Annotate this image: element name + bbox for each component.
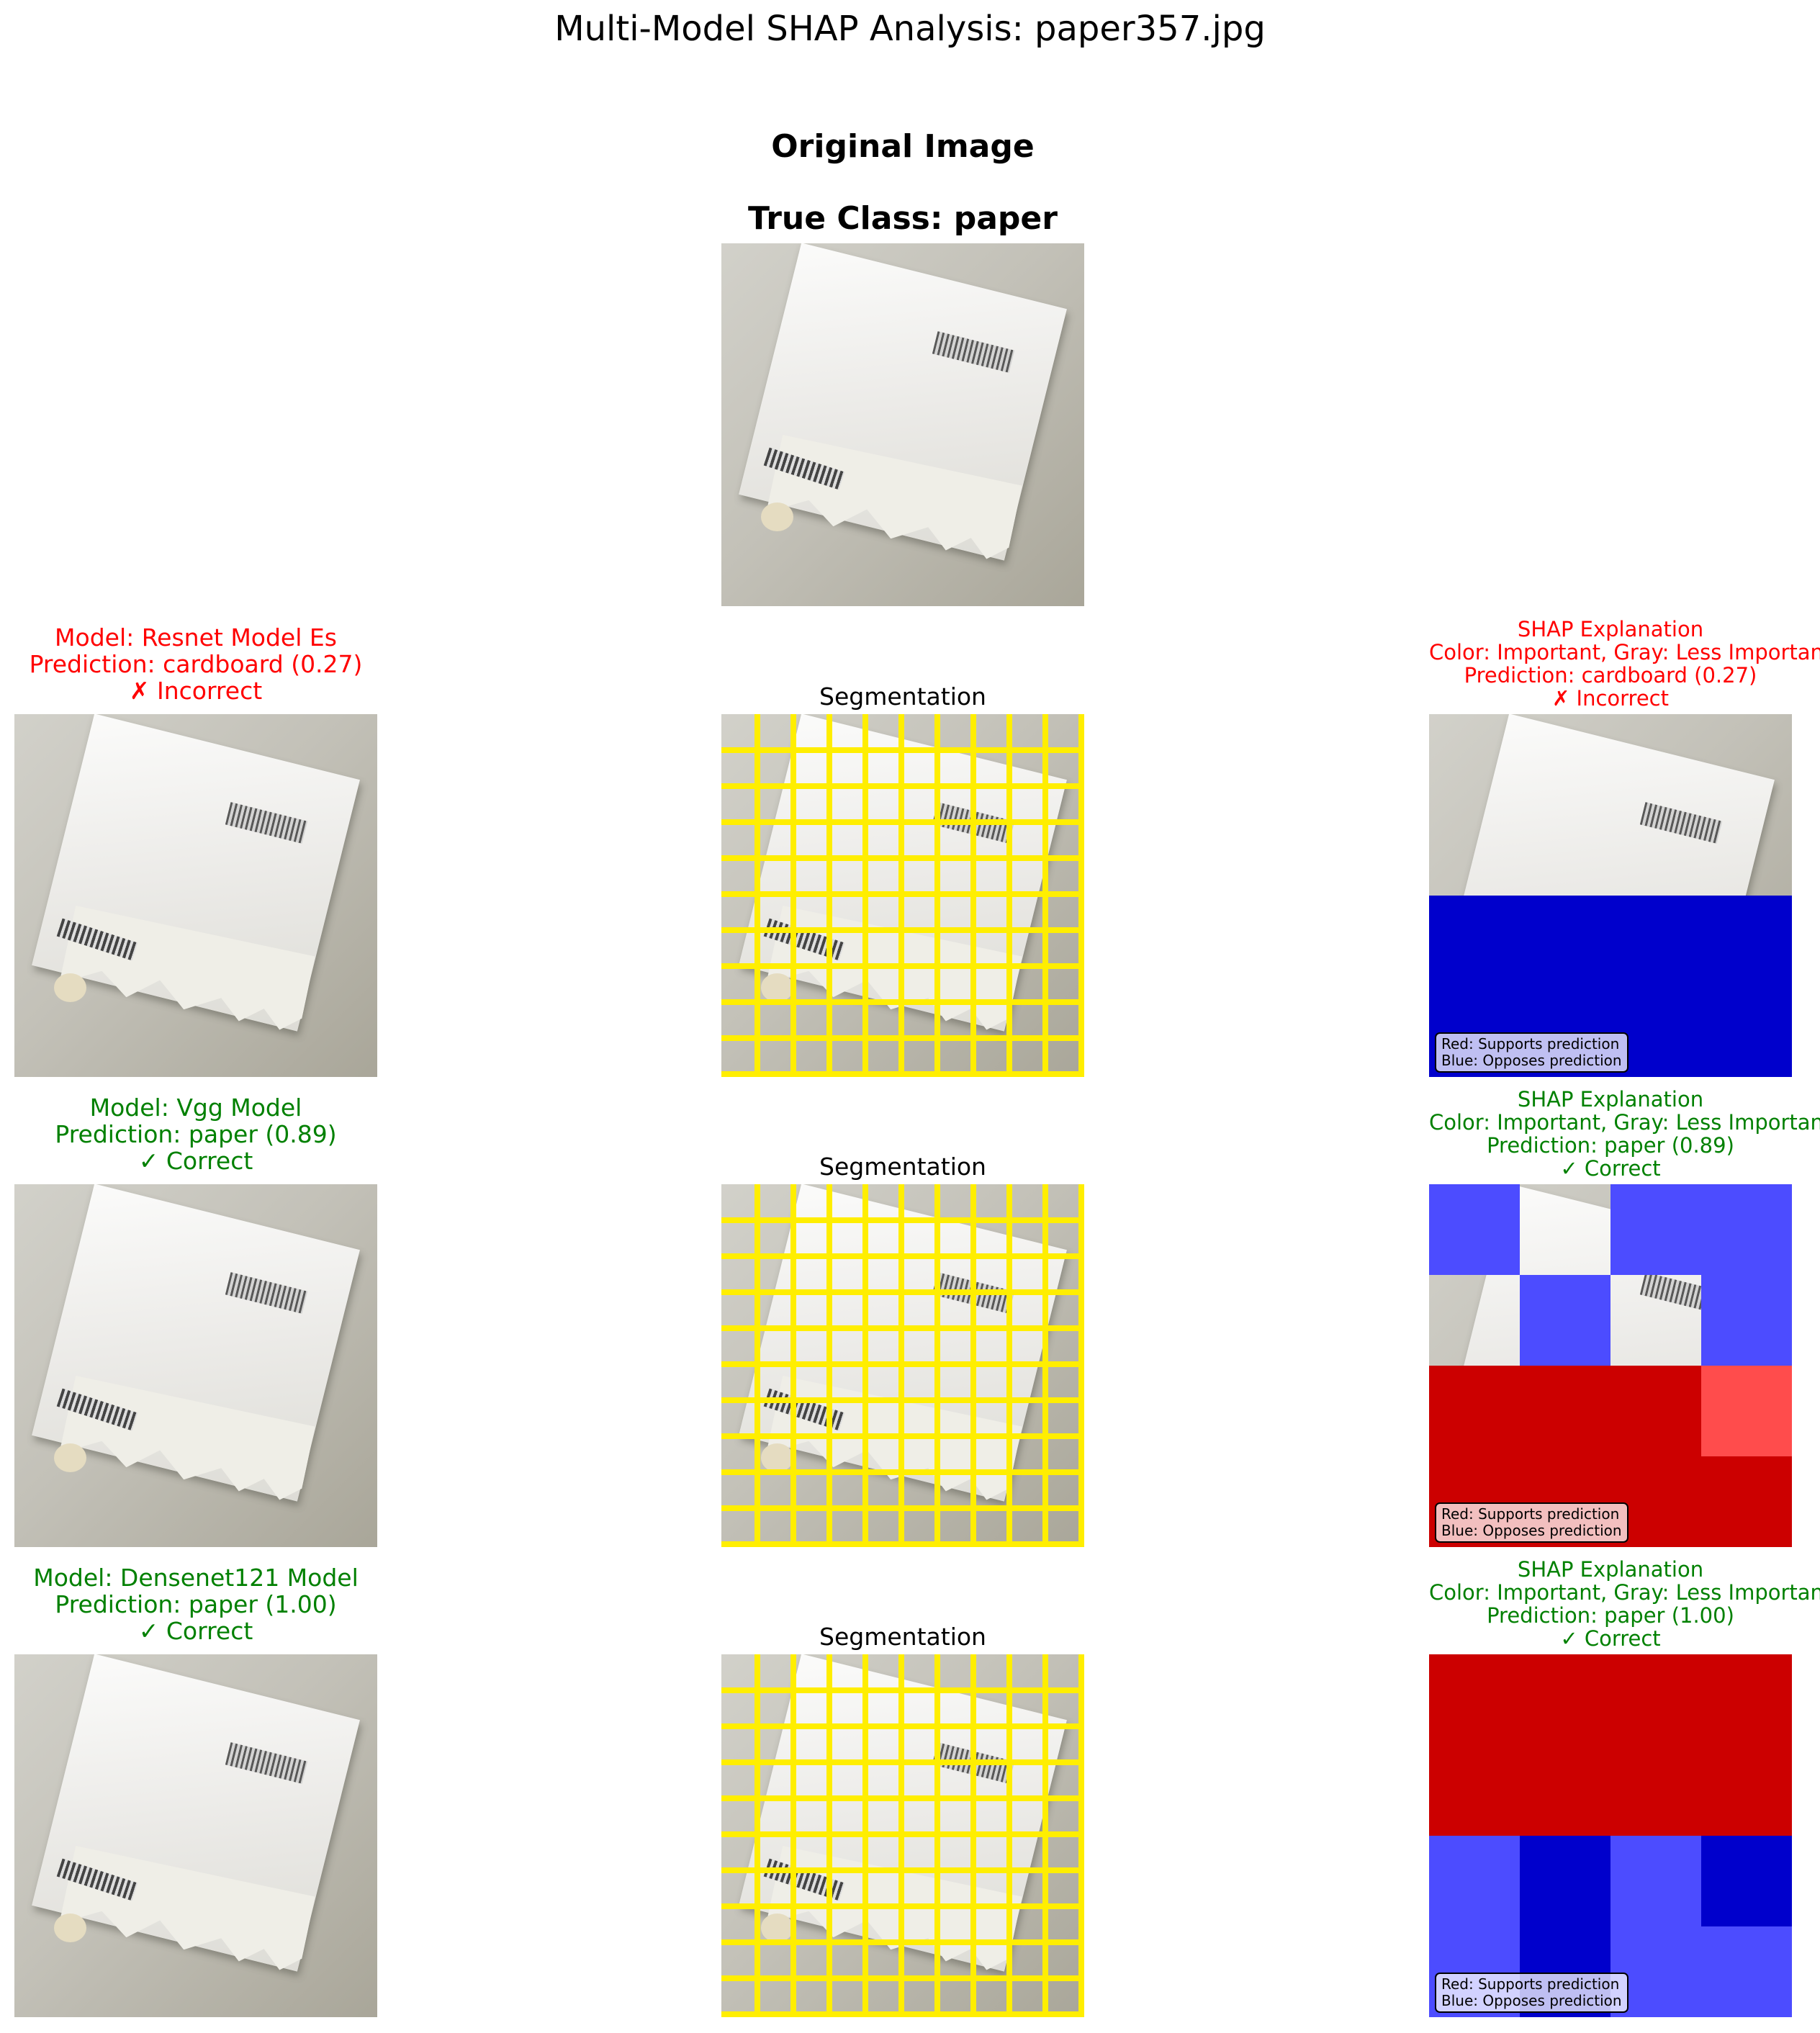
legend-opposes: Blue: Opposes prediction [1441, 1992, 1622, 2009]
shap-title: SHAP Explanation Color: Important, Gray:… [1429, 617, 1820, 711]
segmentation-title: Segmentation [819, 1153, 986, 1181]
model-input-image [14, 714, 377, 1077]
shap-cell [1701, 1366, 1792, 1456]
shap-cell [1520, 1836, 1610, 1926]
prediction-label: Prediction: cardboard (0.27) [29, 650, 363, 678]
status-label: ✗ Incorrect [129, 677, 263, 705]
shap-status-label: ✓ Correct [1560, 1156, 1661, 1181]
shap-cell [1701, 1184, 1792, 1275]
shap-title-label: SHAP Explanation [1517, 1087, 1704, 1112]
shap-title: SHAP Explanation Color: Important, Gray:… [1429, 1557, 1820, 1651]
shap-cell [1429, 1184, 1520, 1275]
segmentation-grid [721, 1654, 1084, 2017]
status-label: ✓ Correct [138, 1147, 253, 1175]
shap-title-label: SHAP Explanation [1517, 1557, 1704, 1582]
shap-cell [1520, 1366, 1610, 1456]
shap-cell [1701, 1275, 1792, 1366]
segmentation-image [721, 714, 1084, 1077]
shap-cell [1520, 1745, 1610, 1836]
legend-supports: Red: Supports prediction [1441, 1505, 1620, 1523]
shap-legend: Red: Supports prediction Blue: Opposes p… [1435, 1973, 1628, 2013]
shap-subtitle-label: Color: Important, Gray: Less Important [1429, 1580, 1820, 1605]
legend-opposes: Blue: Opposes prediction [1441, 1052, 1622, 1069]
shap-prediction-label: Prediction: paper (1.00) [1487, 1603, 1734, 1628]
status-label: ✓ Correct [138, 1617, 253, 1645]
shap-cell [1429, 896, 1520, 986]
shap-status-label: ✓ Correct [1560, 1626, 1661, 1651]
original-image-title: Original Image [771, 128, 1035, 165]
prediction-label: Prediction: paper (1.00) [55, 1590, 337, 1618]
legend-supports: Red: Supports prediction [1441, 1975, 1620, 1993]
shap-status-label: ✗ Incorrect [1552, 686, 1669, 711]
shap-cell [1429, 1745, 1520, 1836]
shap-legend: Red: Supports prediction Blue: Opposes p… [1435, 1032, 1628, 1073]
model-input-image [14, 1184, 377, 1547]
shap-explanation-image: Red: Supports prediction Blue: Opposes p… [1429, 1184, 1792, 1547]
model-title: Model: Resnet Model Es Prediction: cardb… [14, 624, 377, 704]
legend-supports: Red: Supports prediction [1441, 1035, 1620, 1052]
shap-cell [1610, 1654, 1701, 1745]
shap-cell [1701, 986, 1792, 1077]
shap-cell [1701, 1456, 1792, 1547]
shap-cell [1610, 1184, 1701, 1275]
shap-title-label: SHAP Explanation [1517, 617, 1704, 641]
model-name-label: Model: Resnet Model Es [55, 623, 337, 652]
shap-explanation-image: Red: Supports prediction Blue: Opposes p… [1429, 714, 1792, 1077]
shap-cell [1701, 1836, 1792, 1926]
shap-cell [1701, 896, 1792, 986]
segmentation-image [721, 1654, 1084, 2017]
shap-cell [1701, 1654, 1792, 1745]
segmentation-grid [721, 1184, 1084, 1547]
shap-cell [1610, 896, 1701, 986]
shap-subtitle-label: Color: Important, Gray: Less Important [1429, 640, 1820, 664]
shap-cell [1429, 1836, 1520, 1926]
figure-title: Multi-Model SHAP Analysis: paper357.jpg [554, 9, 1266, 49]
shap-subtitle-label: Color: Important, Gray: Less Important [1429, 1110, 1820, 1135]
shap-title: SHAP Explanation Color: Important, Gray:… [1429, 1087, 1820, 1181]
shap-legend: Red: Supports prediction Blue: Opposes p… [1435, 1502, 1628, 1543]
shap-cell [1610, 1836, 1701, 1926]
shap-prediction-label: Prediction: paper (0.89) [1487, 1133, 1734, 1158]
shap-cell [1701, 1745, 1792, 1836]
model-name-label: Model: Densenet121 Model [33, 1564, 359, 1592]
segmentation-title: Segmentation [819, 682, 986, 711]
segmentation-title: Segmentation [819, 1623, 986, 1651]
original-image [721, 243, 1084, 606]
model-name-label: Model: Vgg Model [89, 1094, 302, 1122]
legend-opposes: Blue: Opposes prediction [1441, 1522, 1622, 1539]
shap-cell [1429, 1654, 1520, 1745]
segmentation-grid [721, 714, 1084, 1077]
shap-cell [1520, 1275, 1610, 1366]
shap-cell [1429, 1366, 1520, 1456]
model-title: Model: Vgg Model Prediction: paper (0.89… [14, 1094, 377, 1174]
shap-cell [1610, 1745, 1701, 1836]
shap-prediction-label: Prediction: cardboard (0.27) [1464, 663, 1757, 688]
model-title: Model: Densenet121 Model Prediction: pap… [14, 1564, 377, 1644]
true-class-title: True Class: paper [748, 200, 1058, 237]
prediction-label: Prediction: paper (0.89) [55, 1120, 337, 1148]
shap-cell [1610, 1366, 1701, 1456]
shap-cell [1520, 896, 1610, 986]
shap-explanation-image: Red: Supports prediction Blue: Opposes p… [1429, 1654, 1792, 2017]
shap-cell [1701, 1926, 1792, 2017]
model-input-image [14, 1654, 377, 2017]
segmentation-image [721, 1184, 1084, 1547]
shap-cell [1520, 1654, 1610, 1745]
